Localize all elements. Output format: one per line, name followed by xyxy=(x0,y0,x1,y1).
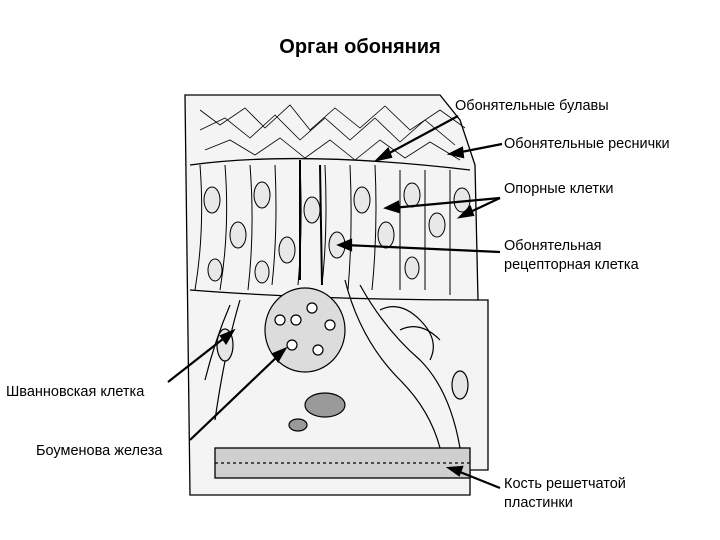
arrow-cilia xyxy=(455,142,503,155)
label-arrows xyxy=(167,115,503,490)
label-olfactory-clubs: Обонятельные булавы xyxy=(455,98,609,114)
arrow-cilia-head xyxy=(446,146,465,159)
label-supporting-cells: Опорные клетки xyxy=(504,181,614,197)
olfactory-cilia-mesh xyxy=(199,104,466,161)
arrow-bone-head xyxy=(445,465,464,477)
arrow-schwann-head xyxy=(219,328,236,346)
arrow-bone xyxy=(454,468,501,490)
label-bowman-gland: Боуменова железа xyxy=(36,443,163,459)
label-receptor-cell-line2: рецепторная клетка xyxy=(504,257,639,273)
label-olfactory-cilia: Обонятельные реснички xyxy=(504,136,670,152)
arrow-clubs xyxy=(381,115,459,158)
label-ethmoid-bone-line1: Кость решетчатой xyxy=(504,476,626,492)
page-title: Орган обоняния xyxy=(279,36,441,58)
arrow-clubs-head xyxy=(373,147,393,162)
arrow-receptor-head xyxy=(336,238,353,252)
arrow-receptor xyxy=(344,243,501,254)
arrow-support-1 xyxy=(391,196,501,210)
arrow-support-2-head xyxy=(456,205,475,219)
arrow-support-1-head xyxy=(383,200,401,214)
label-schwann-cell: Шванновская клетка xyxy=(6,384,145,400)
arrow-schwann xyxy=(167,334,229,383)
arrow-bowman-head xyxy=(271,346,288,364)
label-receptor-cell-line1: Обонятельная xyxy=(504,238,602,254)
label-ethmoid-bone-line2: пластинки xyxy=(504,495,573,511)
tissue-block xyxy=(184,94,489,496)
arrow-bowman xyxy=(189,353,281,441)
